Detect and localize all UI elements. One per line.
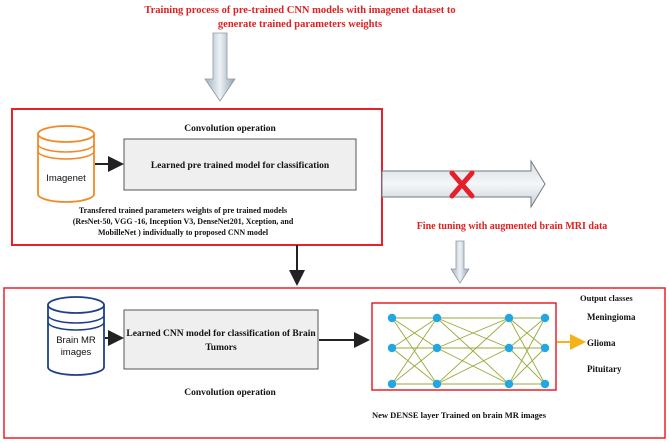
dense-edge xyxy=(436,347,510,385)
dense-node xyxy=(387,379,397,389)
dense-node xyxy=(432,313,442,323)
dense-edge xyxy=(436,317,510,349)
dense-node xyxy=(432,343,442,353)
top-convolution-heading: Convolution operation xyxy=(184,124,276,134)
cnn-model-label-line-1: Learned CNN model for classification of … xyxy=(126,329,316,339)
dense-edge xyxy=(391,317,438,385)
dense-node xyxy=(540,313,550,323)
dense-edge xyxy=(508,317,546,349)
dense-network xyxy=(387,313,550,389)
dense-node xyxy=(504,379,514,389)
transfer-text-line-3: MobilleNet ) individually to proposed CN… xyxy=(98,228,269,237)
dense-edge xyxy=(508,317,546,385)
dense-node xyxy=(387,343,397,353)
bottom-container xyxy=(3,287,666,439)
title-line-2: generate trained parameters weights xyxy=(218,19,382,30)
bottom-convolution-label: Convolution operation xyxy=(184,388,276,398)
dense-edge xyxy=(436,317,510,385)
dense-network-box xyxy=(371,302,557,391)
dense-node xyxy=(504,343,514,353)
dense-edge xyxy=(391,347,438,385)
dense-node xyxy=(540,379,550,389)
dense-caption: New DENSE layer Trained on brain MR imag… xyxy=(372,410,547,420)
fine-tuning-label: Fine tuning with augmented brain MRI dat… xyxy=(417,221,608,232)
class-pituitary: Pituitary xyxy=(587,364,622,374)
pretrained-model-box xyxy=(123,138,357,191)
brain-mr-label-line-2: images xyxy=(61,347,92,358)
output-classes-heading: Output classes xyxy=(580,293,633,303)
dense-edge xyxy=(391,317,438,349)
dense-node xyxy=(504,313,514,323)
dense-edge xyxy=(508,347,546,385)
cnn-model-label-line-2: Tumors xyxy=(205,343,237,353)
transfer-text-line-2: (ResNet-50, VGG -16, Inception V3, Dense… xyxy=(73,217,294,226)
class-glioma: Glioma xyxy=(587,338,616,348)
dense-node xyxy=(432,379,442,389)
title-line-1: Training process of pre-trained CNN mode… xyxy=(144,5,455,16)
class-meningioma: Meningioma xyxy=(587,312,636,322)
cnn-model-box xyxy=(123,309,319,370)
brain-mr-label-line-1: Brain MR xyxy=(56,335,96,346)
dense-node xyxy=(387,313,397,323)
cross-icon xyxy=(449,170,475,199)
down-block-arrow-finetune xyxy=(450,240,470,284)
pretrained-model-label: Learned pre trained model for classifica… xyxy=(151,161,330,171)
brain-mr-database-icon xyxy=(47,296,105,376)
transfer-text-line-1: Transfered trained parameters weights of… xyxy=(79,206,287,215)
imagenet-database-icon xyxy=(37,125,95,203)
down-block-arrow-top xyxy=(204,32,236,102)
dense-node xyxy=(540,343,550,353)
imagenet-label: Imagenet xyxy=(46,173,86,184)
